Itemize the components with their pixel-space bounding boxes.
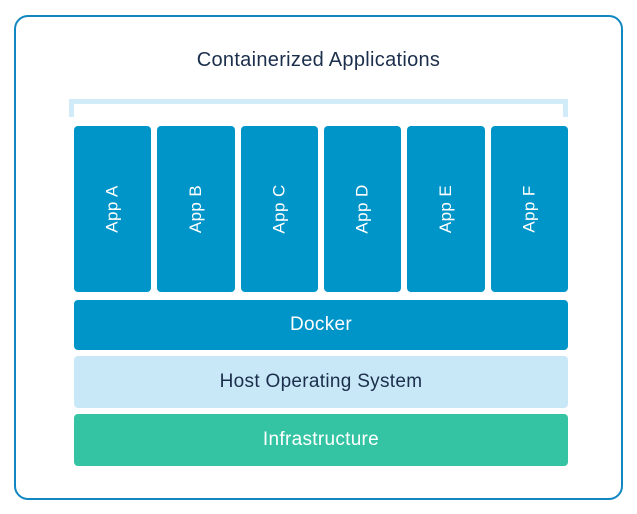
- host-os-layer-label: Host Operating System: [219, 371, 423, 392]
- apps-row: App A App B App C App D App E App F: [74, 126, 568, 292]
- app-label-c: App C: [269, 184, 289, 234]
- diagram-title: Containerized Applications: [196, 49, 441, 71]
- infrastructure-layer: Infrastructure: [74, 414, 568, 466]
- app-label-b: App B: [185, 184, 205, 234]
- host-os-layer: Host Operating System: [74, 356, 568, 408]
- app-box-b: App B: [157, 126, 235, 292]
- app-box-d: App D: [323, 126, 402, 292]
- app-label-d: App D: [352, 184, 372, 234]
- diagram-card: Containerized Applications App A App B A…: [14, 15, 623, 500]
- infrastructure-layer-label: Infrastructure: [262, 429, 380, 450]
- app-box-c: App C: [240, 126, 318, 292]
- app-label-a: App A: [102, 185, 122, 233]
- docker-layer: Docker: [74, 300, 568, 350]
- docker-layer-label: Docker: [290, 314, 352, 335]
- app-box-f: App F: [490, 126, 568, 292]
- apps-group-bracket: [69, 99, 568, 117]
- app-box-a: App A: [74, 126, 152, 292]
- app-box-e: App E: [407, 126, 485, 292]
- app-label-e: App E: [435, 184, 455, 234]
- app-label-f: App F: [519, 185, 539, 233]
